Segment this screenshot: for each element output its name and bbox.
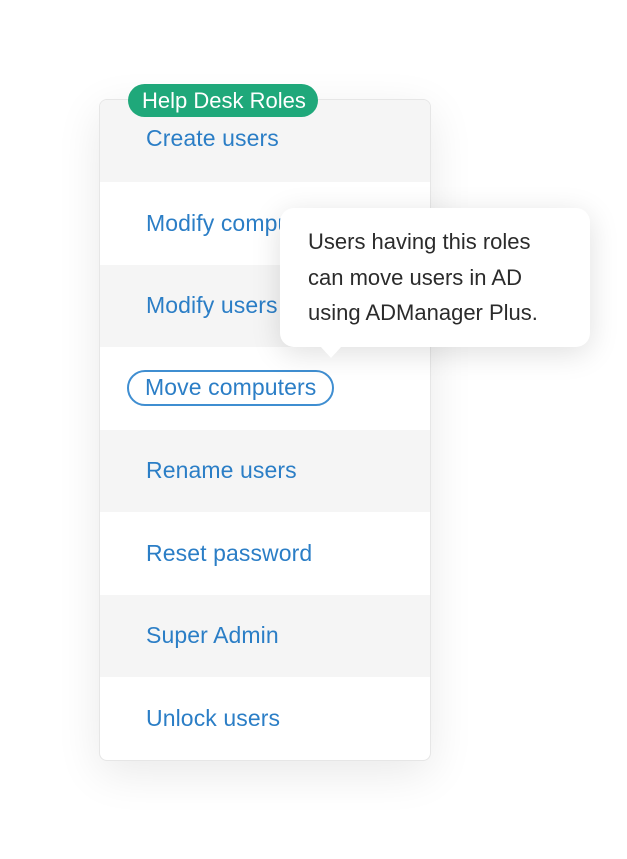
- role-item-reset-password[interactable]: Reset password: [100, 512, 430, 595]
- role-label-selected: Move computers: [127, 370, 335, 407]
- help-desk-roles-badge: Help Desk Roles: [128, 84, 318, 117]
- role-label: Unlock users: [146, 704, 281, 731]
- role-item-move-computers[interactable]: Move computers: [100, 347, 430, 430]
- role-label: Modify users: [146, 292, 278, 319]
- tooltip-arrow-icon: [320, 346, 342, 358]
- role-label: Reset password: [146, 539, 313, 566]
- role-tooltip: Users having this roles can move users i…: [280, 208, 590, 358]
- role-item-rename-users[interactable]: Rename users: [100, 429, 430, 512]
- tooltip-line: Users having this roles: [308, 229, 531, 254]
- role-label: Super Admin: [146, 622, 279, 649]
- roles-list: Create users Modify computers Modify use…: [100, 100, 430, 760]
- role-item-unlock-users[interactable]: Unlock users: [100, 677, 430, 760]
- role-label: Rename users: [146, 457, 297, 484]
- roles-panel: Create users Modify computers Modify use…: [99, 99, 431, 761]
- tooltip-line: using ADManager Plus.: [308, 300, 538, 325]
- role-item-super-admin[interactable]: Super Admin: [100, 594, 430, 677]
- tooltip-line: can move users in AD: [308, 264, 522, 290]
- role-label: Create users: [146, 125, 279, 151]
